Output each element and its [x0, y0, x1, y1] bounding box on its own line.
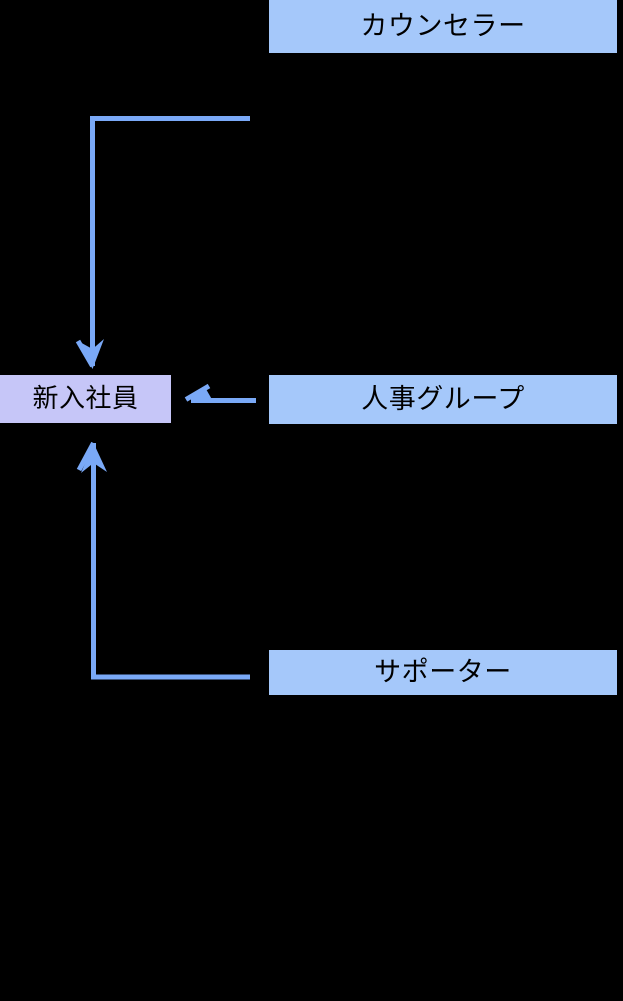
edge-counselor-to-new-employee	[75, 116, 250, 369]
arrowhead-up-icon	[81, 443, 107, 473]
node-hr-group[interactable]: 人事グループ	[269, 375, 617, 424]
node-counselor[interactable]: カウンセラー	[269, 0, 617, 53]
arrowhead-down-icon	[78, 339, 104, 369]
node-new-employee[interactable]: 新入社員	[0, 375, 171, 423]
node-supporter[interactable]: サポーター	[269, 650, 617, 695]
arrowhead-left-icon	[186, 389, 212, 400]
edge-supporter-to-new-employee	[76, 441, 250, 680]
edge-hr-group-to-new-employee	[184, 383, 256, 403]
